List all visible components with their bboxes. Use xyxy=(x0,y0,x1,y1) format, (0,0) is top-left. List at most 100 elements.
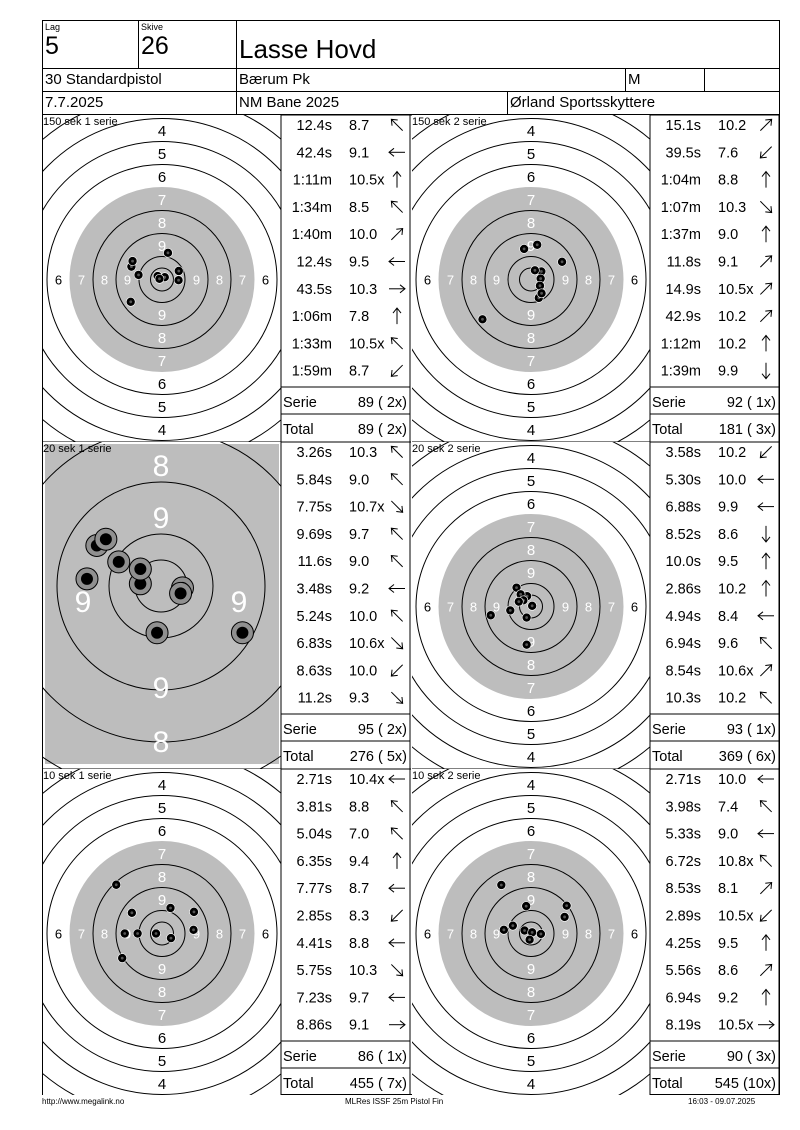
shot-time: 11.8s xyxy=(667,255,701,271)
shot-time: 5.56s xyxy=(666,963,701,979)
score-ring xyxy=(438,841,624,1026)
serie-label: Serie xyxy=(652,395,686,411)
shot-center xyxy=(136,932,140,935)
shot-score: 10.5x xyxy=(718,282,754,298)
shot-time: 9.69s xyxy=(297,527,332,543)
ring-number: 7 xyxy=(527,192,535,209)
shot-center xyxy=(192,910,196,914)
ring-number: 6 xyxy=(527,1030,535,1047)
discipline: 30 Standardpistol xyxy=(45,71,162,88)
direction-arrow-icon xyxy=(759,854,773,867)
host-club: Ørland Sportsskyttere xyxy=(510,94,656,111)
ring-number: 7 xyxy=(527,680,535,697)
shot-time: 7.77s xyxy=(297,881,332,897)
shot-center xyxy=(523,929,526,932)
score-ring xyxy=(412,795,650,1072)
total-label: Total xyxy=(652,749,683,765)
direction-arrow-icon xyxy=(390,964,404,977)
series-title: 20 sek 1 serie xyxy=(43,443,111,455)
ring-number: 5 xyxy=(527,1053,535,1070)
score-ring xyxy=(507,256,555,303)
ring-number: 9 xyxy=(158,892,166,909)
direction-arrow-icon xyxy=(392,170,402,188)
ring-number: 9 xyxy=(124,273,131,288)
shot-score: 10.4x xyxy=(349,772,385,788)
direction-arrow-icon xyxy=(388,938,405,948)
shot-score: 8.5 xyxy=(349,200,369,216)
serie-label: Serie xyxy=(652,722,686,738)
ring-number: 5 xyxy=(527,726,535,743)
shot-center xyxy=(525,643,529,647)
ring-number: 7 xyxy=(608,600,615,615)
direction-arrow-icon xyxy=(388,147,405,157)
direction-arrow-icon xyxy=(392,852,402,869)
total-score: 181 ( 3x) xyxy=(719,422,776,438)
score-ring xyxy=(412,141,650,418)
ring-number: 9 xyxy=(562,273,569,288)
score-ring xyxy=(412,772,650,1095)
shot-score: 7.8 xyxy=(349,309,369,325)
shot-score: 8.1 xyxy=(718,881,738,897)
shot-hole xyxy=(134,577,147,590)
shot-score: 10.6x xyxy=(349,636,385,652)
shot-center xyxy=(131,259,134,263)
shot-center xyxy=(524,904,528,908)
direction-arrow-icon xyxy=(759,691,773,704)
shot-time: 2.71s xyxy=(297,772,332,788)
serie-score: 86 ( 1x) xyxy=(358,1049,407,1065)
series-title: 10 sek 2 serie xyxy=(412,770,480,782)
shot-time: 7.75s xyxy=(297,500,332,516)
direction-arrow-icon xyxy=(388,883,405,893)
ring-number: 7 xyxy=(527,846,535,863)
shot-score: 10.8x xyxy=(718,854,754,870)
gender: M xyxy=(628,71,641,88)
direction-arrow-icon xyxy=(390,445,404,459)
direction-arrow-icon xyxy=(390,500,404,513)
shot-hole xyxy=(134,563,147,576)
direction-arrow-icon xyxy=(759,800,773,813)
ring-number: 8 xyxy=(470,927,477,942)
shot-score: 9.4 xyxy=(349,854,369,870)
score-ring xyxy=(415,818,647,1049)
shot-center xyxy=(538,284,542,288)
shot-time: 11.6s xyxy=(298,554,332,570)
shot-time: 2.89s xyxy=(666,909,701,925)
total-score: 369 ( 6x) xyxy=(719,749,776,765)
shot-time: 4.25s xyxy=(666,936,701,952)
shot-score: 9.7 xyxy=(349,527,369,543)
direction-arrow-icon xyxy=(761,225,771,243)
score-ring xyxy=(115,233,209,326)
ring-number: 8 xyxy=(527,542,535,559)
direction-arrow-icon xyxy=(388,993,405,1002)
shot-center xyxy=(169,906,172,910)
shot-score: 9.5 xyxy=(718,936,738,952)
ring-number: 6 xyxy=(55,273,62,288)
direction-arrow-icon xyxy=(761,933,771,951)
shot-time: 5.75s xyxy=(297,963,332,979)
shot-score: 10.3 xyxy=(349,963,377,979)
ring-number: 8 xyxy=(153,450,170,483)
shot-time: 1:33m xyxy=(292,336,332,352)
ring-number: 5 xyxy=(527,146,535,163)
shot-score: 8.7 xyxy=(349,881,369,897)
ring-number: 5 xyxy=(158,146,166,163)
ring-number: 5 xyxy=(158,800,166,817)
shot-score: 9.0 xyxy=(349,472,369,488)
ring-number: 4 xyxy=(527,422,535,439)
shot-score: 10.5x xyxy=(349,173,385,189)
shot-score: 9.9 xyxy=(718,500,738,516)
shot-center xyxy=(123,932,127,935)
club: Bærum Pk xyxy=(239,71,310,88)
ring-number: 7 xyxy=(158,353,166,370)
series-title: 150 sek 2 serie xyxy=(412,116,487,128)
shot-score: 9.6 xyxy=(718,636,738,652)
score-ring xyxy=(43,795,281,1072)
score-ring xyxy=(43,442,281,743)
score-ring xyxy=(115,887,209,980)
ring-number: 7 xyxy=(527,353,535,370)
ring-number: 8 xyxy=(158,215,166,232)
ring-number: 7 xyxy=(158,1007,166,1024)
